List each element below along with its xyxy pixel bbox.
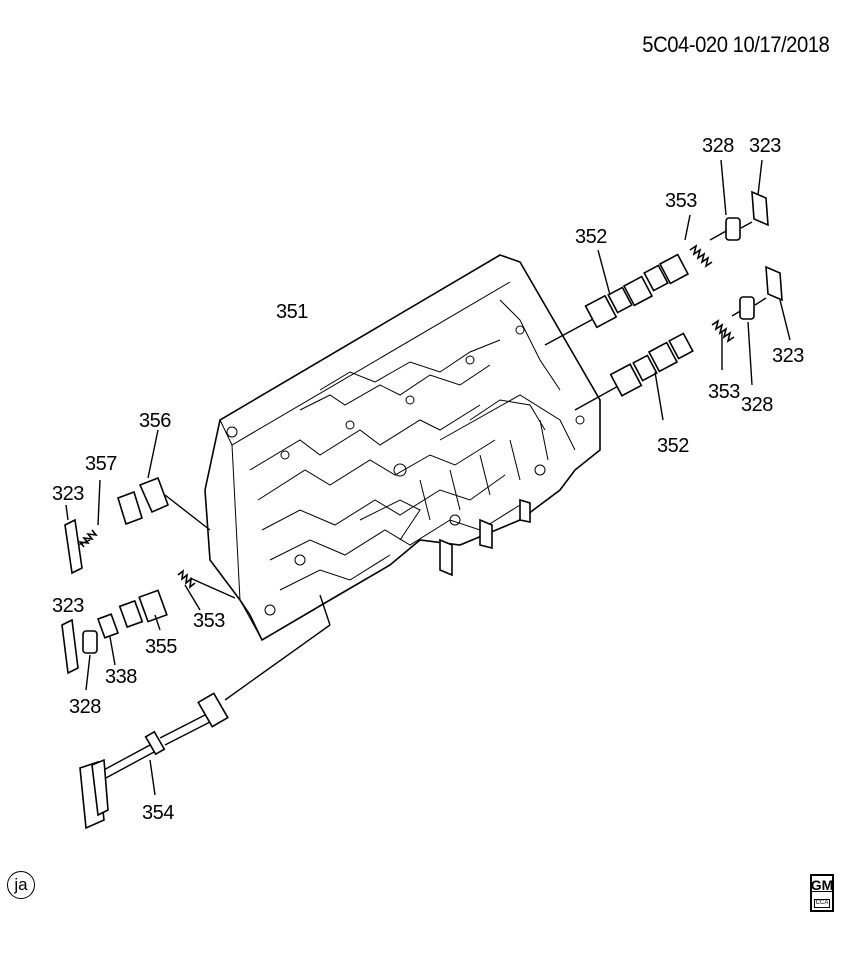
diagram-badge: ja: [7, 871, 35, 899]
callout-328-left: 328: [69, 696, 101, 718]
gm-logo-sub: CCA: [813, 899, 831, 908]
gm-logo: GM CCA: [810, 874, 834, 912]
callout-355: 355: [145, 636, 177, 658]
callout-328-lower-right: 328: [741, 394, 773, 416]
callout-323-left-upper: 323: [52, 483, 84, 505]
callout-352-upper: 352: [575, 226, 607, 248]
gm-logo-brand: GM: [810, 877, 834, 893]
callout-353-lower-right: 353: [708, 381, 740, 403]
manual-valve-354: [79, 594, 331, 830]
callout-356: 356: [139, 410, 171, 432]
callout-357: 357: [85, 453, 117, 475]
callout-323-upper-right: 323: [749, 135, 781, 157]
callout-353-upper-right: 353: [665, 190, 697, 212]
callout-328-upper-right: 328: [702, 135, 734, 157]
callout-338: 338: [105, 666, 137, 688]
callout-352-lower: 352: [657, 435, 689, 457]
callout-323-lower-right: 323: [772, 345, 804, 367]
left-lower-valve-train: [61, 569, 236, 691]
callout-354: 354: [142, 802, 174, 824]
callout-323-left-lower: 323: [52, 595, 84, 617]
diagram-code-date: 5C04-020 10/17/2018: [641, 32, 830, 57]
callout-353-left: 353: [193, 610, 225, 632]
left-upper-valve-train: [64, 429, 211, 575]
callout-351: 351: [276, 301, 308, 323]
lower-right-valve-train: [574, 265, 791, 421]
valve-body-351: [204, 254, 601, 642]
upper-right-valve-train: [544, 159, 769, 346]
